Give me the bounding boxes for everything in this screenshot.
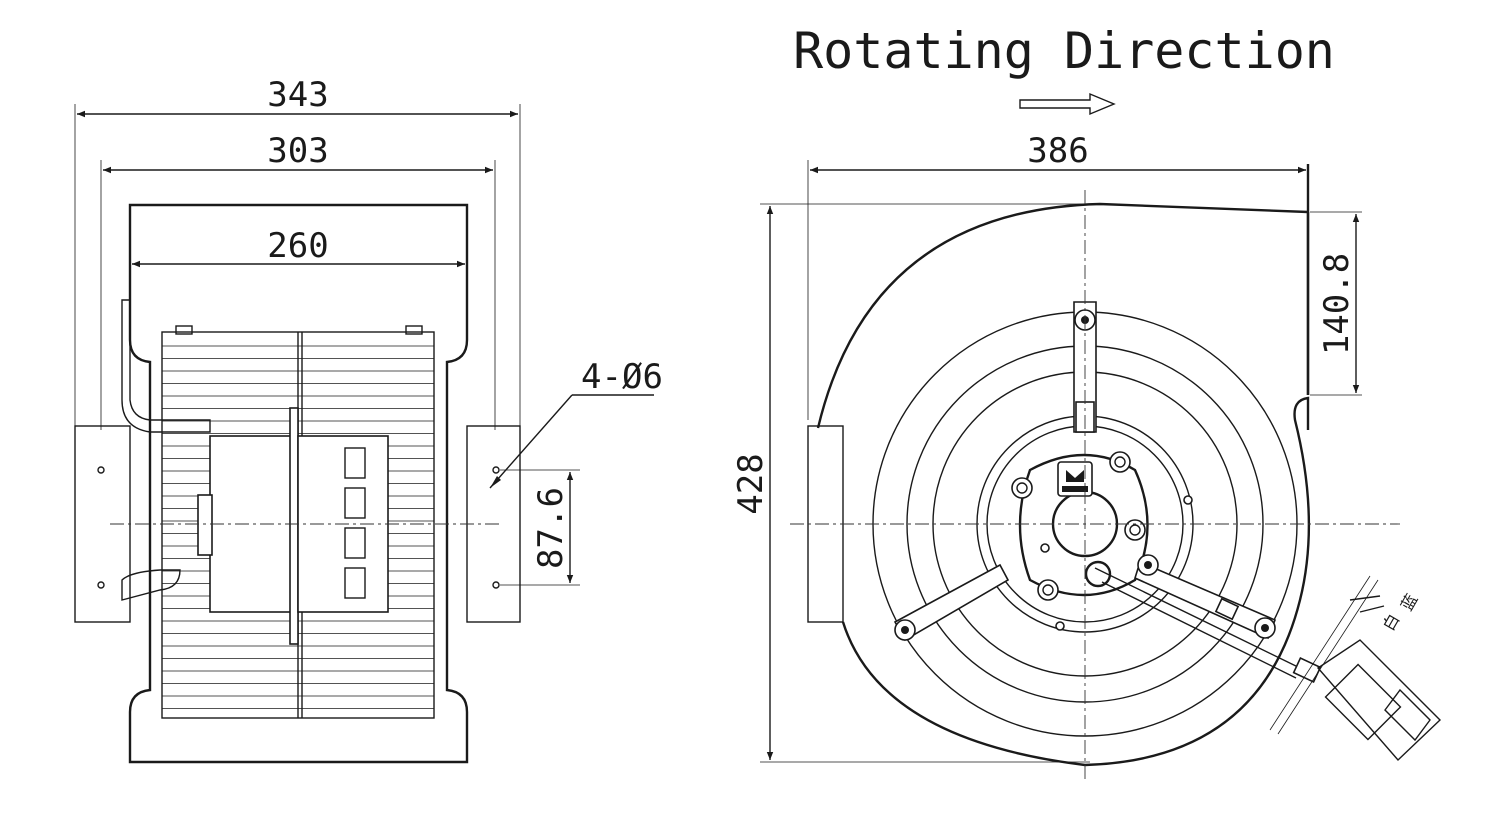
motor-rib [344,527,366,559]
bolt-icon [1011,477,1033,499]
bolt-icon [1055,621,1065,631]
dim-height: 428 [731,453,771,514]
bolt-inner [1114,456,1126,468]
mounting-arm-left [893,563,1010,642]
connector [1269,575,1442,762]
wire-label-blue: 蓝 [1397,591,1421,614]
front-view: 386 428 140.8 [731,131,1442,780]
wire-label-white: 白 [1379,611,1403,634]
rotating-direction-arrow-icon [1019,92,1116,116]
dim-hole-spacing: 87.6 [531,487,571,569]
dim-overall-width: 343 [267,75,328,115]
motor-rib [344,487,366,519]
bolt-icon [1124,519,1146,541]
bolt-icon [1109,451,1131,473]
motor-rib [344,567,366,599]
dim-mount-width: 303 [267,131,328,171]
dim-hole-spec: 4-Ø6 [581,357,663,397]
rotating-direction-title: Rotating Direction [793,22,1335,80]
bolt-inner [1129,524,1141,536]
bolt-inner [1016,482,1028,494]
dim-scroll-width: 386 [1027,131,1088,171]
side-view: 343 303 260 [74,75,663,764]
dim-outlet-height: 140.8 [1317,253,1357,355]
mounting-arm-top [1073,301,1097,433]
bolt-icon [1037,579,1059,601]
bolt-inner [1042,584,1054,596]
bolt-icon [1183,495,1193,505]
mounting-arm-right [1134,554,1277,640]
dim-housing-width: 260 [267,226,328,266]
bolt-icon [1040,543,1050,553]
motor-rib [344,447,366,479]
